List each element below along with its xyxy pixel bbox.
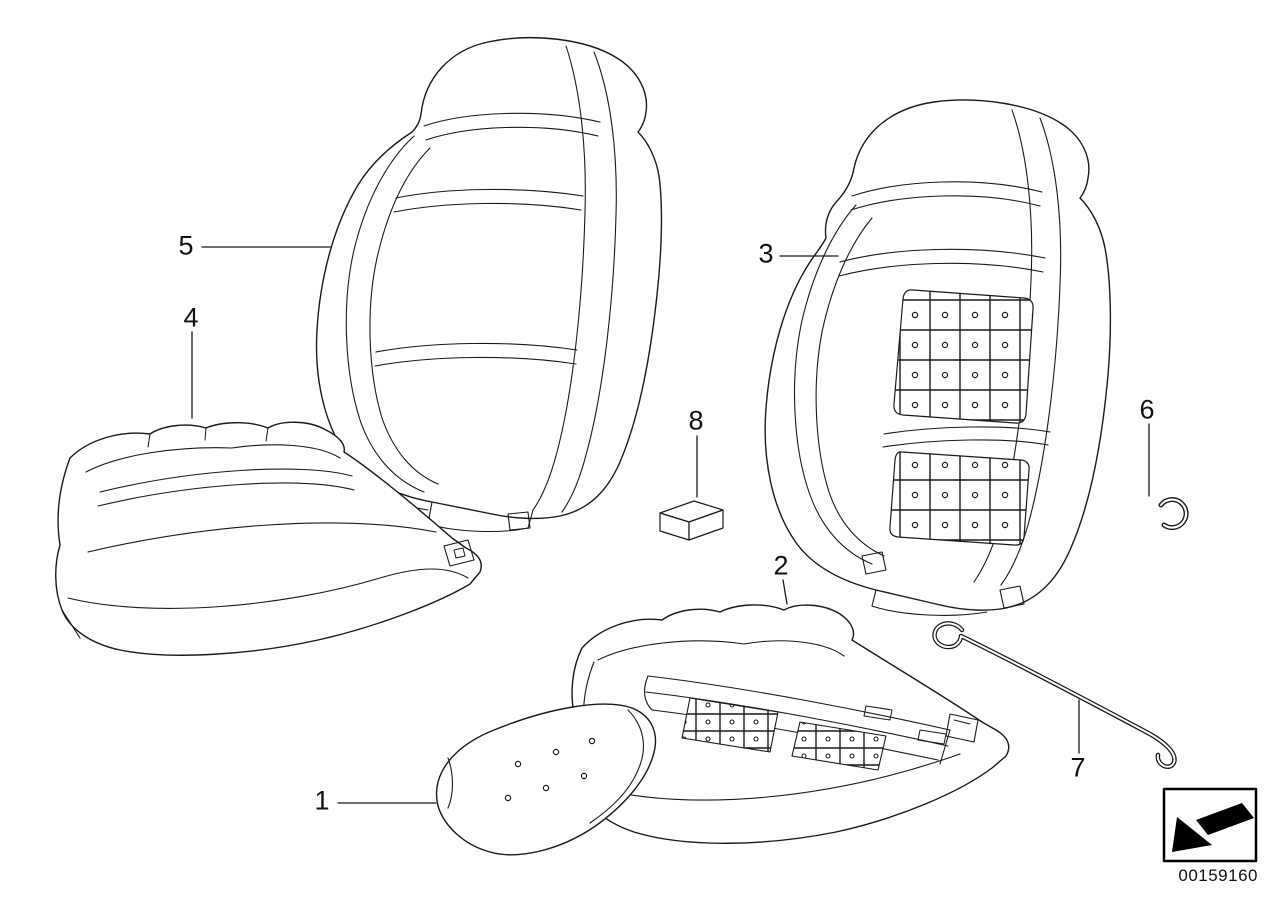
callout-4[interactable]: 4 <box>183 302 199 333</box>
backrest-cover-perforated <box>764 99 1112 616</box>
callout-6[interactable]: 6 <box>1139 394 1155 425</box>
tension-rod <box>932 621 1177 769</box>
doc-number: 00159160 <box>1178 866 1258 885</box>
callout-8[interactable]: 8 <box>688 405 704 436</box>
callout-7[interactable]: 7 <box>1070 752 1086 783</box>
foam-pad-block <box>659 500 724 541</box>
callout-5[interactable]: 5 <box>178 230 194 261</box>
cushion-side-pad <box>435 703 657 856</box>
callout-3[interactable]: 3 <box>758 238 774 269</box>
callout-1[interactable]: 1 <box>314 785 330 816</box>
cushion-cover-plain <box>55 421 482 656</box>
nav-arrow-box[interactable] <box>1162 787 1258 863</box>
leader-lines <box>191 246 1150 804</box>
cushion-cover-perforated <box>569 604 1010 844</box>
lower-left-arrow-icon <box>1172 803 1254 852</box>
callout-2[interactable]: 2 <box>773 550 789 581</box>
retaining-clip <box>1158 497 1189 531</box>
backrest-cover-plain <box>315 37 663 533</box>
leader-line-2 <box>782 579 788 605</box>
